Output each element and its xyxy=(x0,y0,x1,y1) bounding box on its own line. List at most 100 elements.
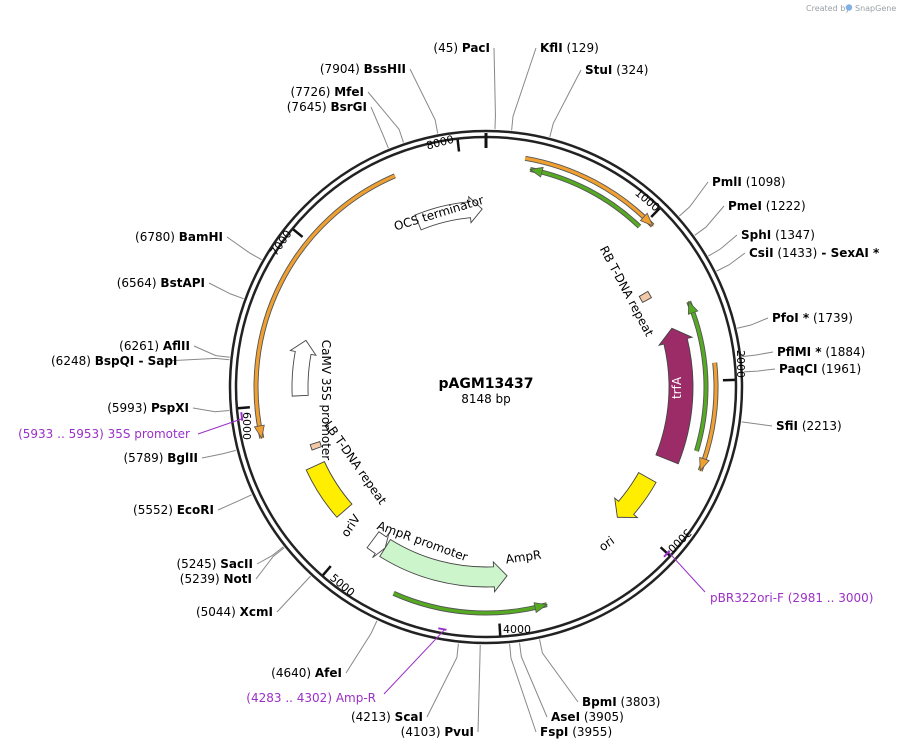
site-aflii: (6261) AflII xyxy=(119,339,230,358)
plasmid-name: pAGM13437 xyxy=(439,376,534,392)
site-leader-pmei xyxy=(694,205,725,236)
orf-arc-1 xyxy=(524,156,654,227)
tick-mark-8000 xyxy=(456,139,461,152)
feature-label-trfa: trfA xyxy=(670,376,684,399)
site-leader-bglii xyxy=(201,449,237,459)
site-leader-csii xyxy=(716,252,746,272)
tick-label-6000: 6000 xyxy=(240,412,253,440)
primer-leader-pbr322ori-f xyxy=(668,551,706,593)
snapgene-credit: Created by SnapGene xyxy=(806,4,896,13)
orf-arc-3-arrowhead xyxy=(687,300,699,315)
primer-35s-promoter: (5933 .. 5953) 35S promoter xyxy=(18,412,244,441)
site-leader-bsrgi xyxy=(370,106,389,149)
site-label-kfli: KflI (129) xyxy=(540,41,599,55)
tick-mark-7000 xyxy=(292,228,304,238)
backbone xyxy=(228,129,744,645)
site-ecori: (5552) EcoRI xyxy=(133,494,252,517)
site-label-bsshii: (7904) BssHII xyxy=(320,62,406,76)
tick-mark-6000 xyxy=(237,406,250,410)
orf-arc-6 xyxy=(254,174,396,439)
feature-label-ampr: AmpR xyxy=(505,548,542,567)
feature-ampr xyxy=(379,538,508,594)
primer-amp-r: (4283 .. 4302) Amp-R xyxy=(246,627,447,705)
orf-arc-3 xyxy=(687,300,708,452)
site-label-noti: (5239) NotI xyxy=(180,572,252,586)
site-leader-paci xyxy=(493,47,496,130)
site-paqci: PaqCI (1961) xyxy=(743,362,861,376)
primer-pbr322ori-f: pBR322ori-F (2981 .. 3000) xyxy=(663,550,873,605)
tick-mark-4000 xyxy=(498,623,502,636)
orf-arc-2 xyxy=(529,167,641,228)
site-bglii: (5789) BglII xyxy=(124,449,237,465)
site-leader-pflmi xyxy=(742,351,774,358)
site-bpmi: BpmI (3803) xyxy=(539,639,660,709)
feature-ocs-terminator xyxy=(414,195,483,231)
site-label-xcmi: (5044) XcmI xyxy=(196,605,273,619)
site-paci: (45) PacI xyxy=(433,41,496,130)
orf-arc-1-arrowhead xyxy=(639,212,654,227)
site-label-sacii: (5245) SacII xyxy=(176,557,253,571)
primer-arrow-35s-promoter xyxy=(240,412,244,421)
tick-mark-3000 xyxy=(659,546,671,557)
orf-arc-2-arrowhead xyxy=(529,166,544,178)
site-label-fspi: FspI (3955) xyxy=(540,725,612,739)
site-label-bspqi: (6248) BspQI - SapI xyxy=(51,354,177,368)
tick-label-2000: 2000 xyxy=(734,350,747,378)
site-leader-afei xyxy=(345,620,378,674)
backbone-outer-ring xyxy=(228,129,744,645)
site-label-stui: StuI (324) xyxy=(585,63,648,77)
site-leader-pspxi xyxy=(192,407,230,413)
primer-arrow-pbr322ori-f xyxy=(663,550,671,558)
site-leader-stui xyxy=(549,69,582,138)
feature-label-oriv: oriV xyxy=(338,511,363,539)
features xyxy=(289,195,694,594)
site-noti: (5239) NotI xyxy=(180,547,285,586)
feature-oriv xyxy=(305,461,353,518)
site-leader-noti xyxy=(255,547,285,580)
site-bstapi: (6564) BstAPI xyxy=(117,276,244,300)
orf-arc-5-arrowhead xyxy=(533,602,548,614)
site-pflmi: PflMI * (1884) xyxy=(742,345,865,359)
site-leader-sfii xyxy=(741,421,773,427)
primer-arrow-amp-r xyxy=(438,627,447,631)
primers: pBR322ori-F (2981 .. 3000) (4283 .. 4302)… xyxy=(18,412,873,705)
credit-prefix: Created by xyxy=(806,4,850,13)
plasmid-size: 8148 bp xyxy=(461,392,511,406)
site-leader-pvui xyxy=(477,644,481,733)
site-label-paci: (45) PacI xyxy=(433,41,490,55)
site-fspi: FspI (3955) xyxy=(509,643,612,739)
feature-rb-t-dna-repeat xyxy=(638,290,653,304)
primer-label-amp-r: (4283 .. 4302) Amp-R xyxy=(246,691,376,705)
feature-camv-35s-promoter xyxy=(289,339,317,397)
site-bamhi: (6780) BamHI xyxy=(135,230,262,261)
orf-arc-6-arrowhead xyxy=(253,424,265,440)
site-label-pfoi: PfoI * (1739) xyxy=(772,311,853,325)
site-mfei: (7726) MfeI xyxy=(291,85,404,143)
site-leader-bamhi xyxy=(226,236,262,261)
site-label-pflmi: PflMI * (1884) xyxy=(777,345,865,359)
site-leader-aflii xyxy=(193,345,230,358)
site-label-scai: (4213) ScaI xyxy=(351,710,423,724)
site-pvui: (4103) PvuI xyxy=(401,644,481,739)
site-label-bsrgi: (7645) BsrGI xyxy=(287,100,367,114)
site-leader-bsshii xyxy=(409,68,439,134)
site-label-bamhi: (6780) BamHI xyxy=(135,230,223,244)
site-leader-asei xyxy=(519,642,548,718)
site-leader-bstapi xyxy=(208,282,244,300)
site-label-pspxi: (5993) PspXI xyxy=(107,401,189,415)
site-afei: (4640) AfeI xyxy=(271,620,378,680)
site-leader-fspi xyxy=(509,643,537,733)
site-label-bpmi: BpmI (3803) xyxy=(582,695,660,709)
site-leader-scai xyxy=(426,643,459,718)
site-bspqi: (6248) BspQI - SapI xyxy=(51,354,230,368)
site-leader-bspqi xyxy=(164,357,230,362)
primer-label-35s-promoter: (5933 .. 5953) 35S promoter xyxy=(18,427,190,441)
site-asei: AseI (3905) xyxy=(519,642,624,724)
snapgene-logo-icon xyxy=(845,4,853,11)
site-label-ecori: (5552) EcoRI xyxy=(133,503,214,517)
tick-label-8000: 8000 xyxy=(425,133,455,153)
site-xcmi: (5044) XcmI xyxy=(196,575,311,619)
site-stui: StuI (324) xyxy=(549,63,648,138)
site-pfoi: PfoI * (1739) xyxy=(737,311,853,329)
